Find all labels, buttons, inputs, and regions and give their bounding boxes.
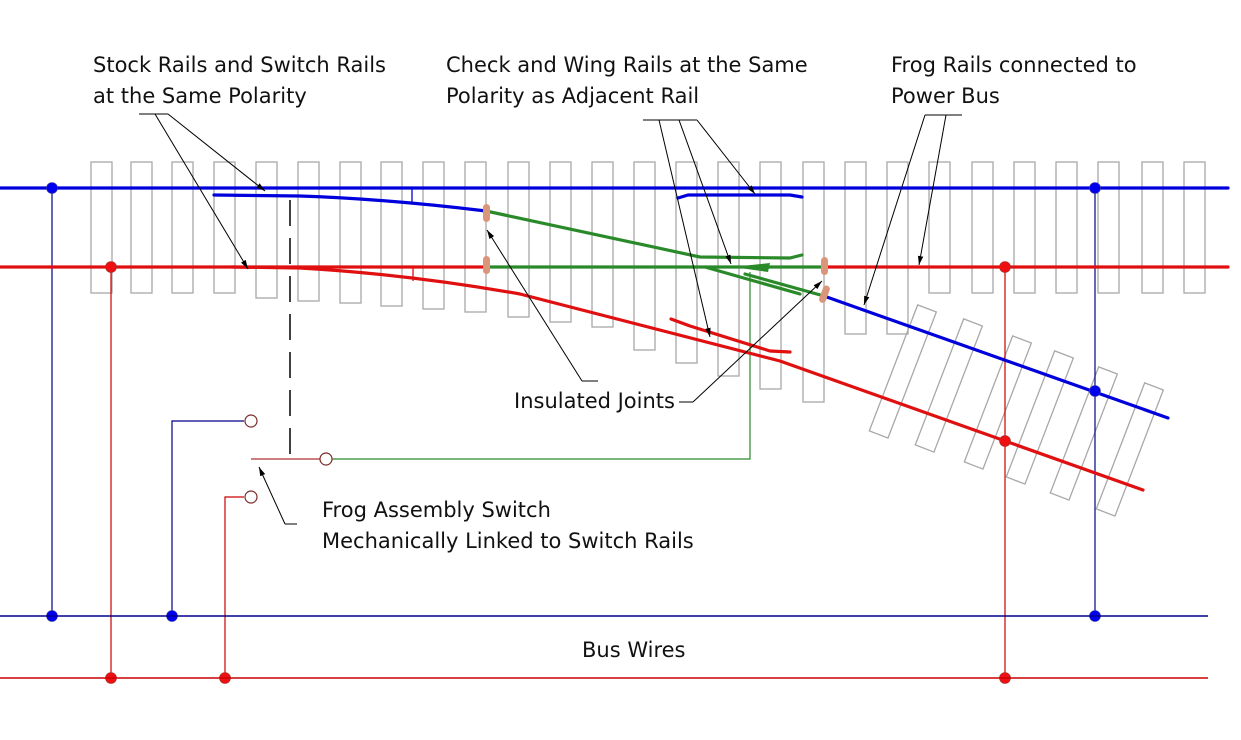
- label-frog-switch-line2: Mechanically Linked to Switch Rails: [322, 529, 694, 553]
- tie: [380, 161, 403, 307]
- tie: [868, 304, 938, 439]
- diverging-track-ties: [868, 304, 1165, 517]
- tie: [464, 161, 487, 313]
- tie: [297, 161, 320, 302]
- switch-rail-blue: [212, 193, 488, 213]
- tie: [759, 161, 782, 390]
- tie: [928, 161, 951, 294]
- switch-terminal-red: [244, 490, 258, 504]
- label-frog-rails-line2: Power Bus: [891, 84, 1000, 108]
- leader-arrow-joint-upper: [486, 229, 583, 382]
- tie: [591, 161, 614, 328]
- label-bus-wires: Bus Wires: [582, 638, 686, 662]
- switch-terminal-common: [319, 452, 333, 466]
- labels: Stock Rails and Switch Rails at the Same…: [93, 53, 1137, 662]
- leader-arrow-stock-red: [154, 113, 249, 270]
- connection-dots: [46, 182, 1101, 684]
- insulated-joints: [483, 204, 830, 303]
- dot-red: [105, 261, 117, 273]
- tie: [1005, 350, 1075, 485]
- dot-red: [999, 261, 1011, 273]
- switch-terminal-blue: [244, 414, 258, 428]
- tie: [717, 161, 740, 377]
- frog-rail-blue-diverging: [822, 294, 1170, 420]
- tie: [886, 161, 909, 335]
- tie: [130, 161, 153, 294]
- rails: [0, 186, 1230, 492]
- tie: [1049, 366, 1119, 501]
- tie: [1095, 382, 1165, 517]
- insulated-joint: [821, 257, 828, 275]
- tie: [914, 318, 984, 453]
- wing-rail-green: [703, 265, 802, 296]
- leader-arrow-stock-blue: [167, 113, 266, 192]
- tie: [90, 161, 113, 294]
- label-stock-switch-line1: Stock Rails and Switch Rails: [93, 53, 386, 77]
- switch-rail-red: [230, 265, 1145, 492]
- insulated-joint: [483, 204, 490, 222]
- frog-rail-green-diverging: [743, 272, 826, 298]
- frog-wire-green: [332, 272, 751, 460]
- leader-arrow-check-blue: [696, 119, 756, 195]
- tie: [1183, 161, 1206, 294]
- label-frog-rails-line1: Frog Rails connected to: [891, 53, 1137, 77]
- leader-arrow-check-red: [658, 119, 711, 338]
- tie: [549, 161, 572, 323]
- tie: [675, 161, 698, 364]
- tie: [1013, 161, 1036, 294]
- tie: [1055, 161, 1078, 294]
- tie: [255, 161, 278, 299]
- tie: [1097, 161, 1120, 294]
- straight-track-ties: [90, 161, 1206, 403]
- tie: [422, 161, 445, 310]
- tie: [1141, 161, 1164, 294]
- label-frog-switch-line1: Frog Assembly Switch: [322, 498, 551, 522]
- leader-arrow-joint-lower: [692, 280, 823, 403]
- tie: [633, 161, 656, 351]
- dot-red: [999, 435, 1011, 447]
- leader-arrow-frog-switch: [258, 466, 286, 525]
- label-stock-switch-line2: at the Same Polarity: [93, 84, 307, 108]
- dot-blue: [1089, 182, 1101, 194]
- insulated-joint: [819, 285, 830, 303]
- tie: [213, 161, 236, 294]
- leader-arrow-frog-red: [917, 114, 947, 266]
- tie: [339, 161, 362, 304]
- bus-wires: [0, 615, 1208, 679]
- closure-rail-green-upper: [484, 209, 804, 260]
- check-rail-red: [669, 317, 792, 354]
- frog-point-green: [733, 263, 770, 272]
- feeder-wires: [51, 188, 1096, 678]
- tie: [963, 335, 1033, 470]
- leader-arrow-frog-blue: [863, 114, 926, 306]
- tie: [802, 161, 825, 403]
- label-insulated-joints: Insulated Joints: [514, 389, 675, 413]
- tie: [844, 161, 867, 335]
- leader-arrow-wing-green: [678, 119, 732, 265]
- dot-blue: [1089, 385, 1101, 397]
- frog-assembly-switch: [244, 200, 333, 504]
- label-check-wing-line2: Polarity as Adjacent Rail: [446, 84, 699, 108]
- tie: [171, 161, 194, 294]
- check-rail-blue: [676, 193, 804, 200]
- leader-lines: [139, 113, 962, 525]
- tie: [971, 161, 994, 294]
- insulated-joint: [483, 256, 490, 274]
- tie: [507, 161, 530, 318]
- switch-wire-red: [224, 496, 244, 678]
- label-check-wing-line1: Check and Wing Rails at the Same: [446, 53, 808, 77]
- dot-blue: [46, 182, 58, 194]
- switch-wire-blue: [171, 420, 244, 616]
